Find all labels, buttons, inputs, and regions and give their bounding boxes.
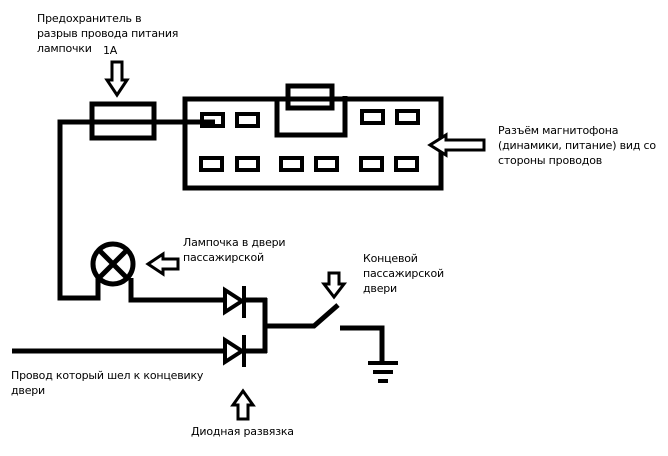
- arrow-left-icon: [145, 251, 180, 277]
- diode-1-symbol: [223, 286, 246, 316]
- arrow-down-icon: [104, 60, 130, 98]
- diode-note: Диодная развязка: [191, 425, 294, 438]
- connector-pin: [200, 112, 225, 128]
- arrow-left-icon: [427, 132, 486, 158]
- connector-note: Разъём магнитофона (динамики, питание) в…: [498, 124, 656, 167]
- wire-note: Провод который шел к концевику двери: [11, 369, 204, 397]
- diode-2-symbol: [223, 336, 246, 366]
- connector-pin: [314, 156, 339, 172]
- connector-latch-tab: [285, 83, 335, 111]
- connector-pin: [235, 112, 260, 128]
- fuse-rating: 1А: [103, 44, 118, 57]
- connector-pin: [360, 109, 385, 125]
- fuse-note: Предохранитель в разрыв провода питания …: [37, 12, 179, 55]
- arrow-down-icon: [320, 271, 348, 300]
- connector-pin: [199, 156, 224, 172]
- fuse-symbol: [89, 101, 157, 141]
- connector-pin: [395, 109, 420, 125]
- wire-to-ground: [340, 325, 385, 362]
- switch-note: Концевой пассажирской двери: [363, 252, 444, 295]
- lamp-note: Лампочка в двери пассажирской: [183, 236, 286, 264]
- wire-power: [57, 119, 215, 301]
- connector-pin: [235, 156, 260, 172]
- connector-pin: [359, 156, 384, 172]
- lamp-symbol: [90, 241, 136, 287]
- connector-latch: [274, 96, 348, 138]
- wire-to-switch: [265, 303, 340, 329]
- lamp-cross: [97, 248, 129, 280]
- arrow-up-icon: [230, 388, 256, 421]
- wire-lamp-diode: [128, 278, 225, 303]
- connector-pin: [394, 156, 419, 172]
- connector-pin: [279, 156, 304, 172]
